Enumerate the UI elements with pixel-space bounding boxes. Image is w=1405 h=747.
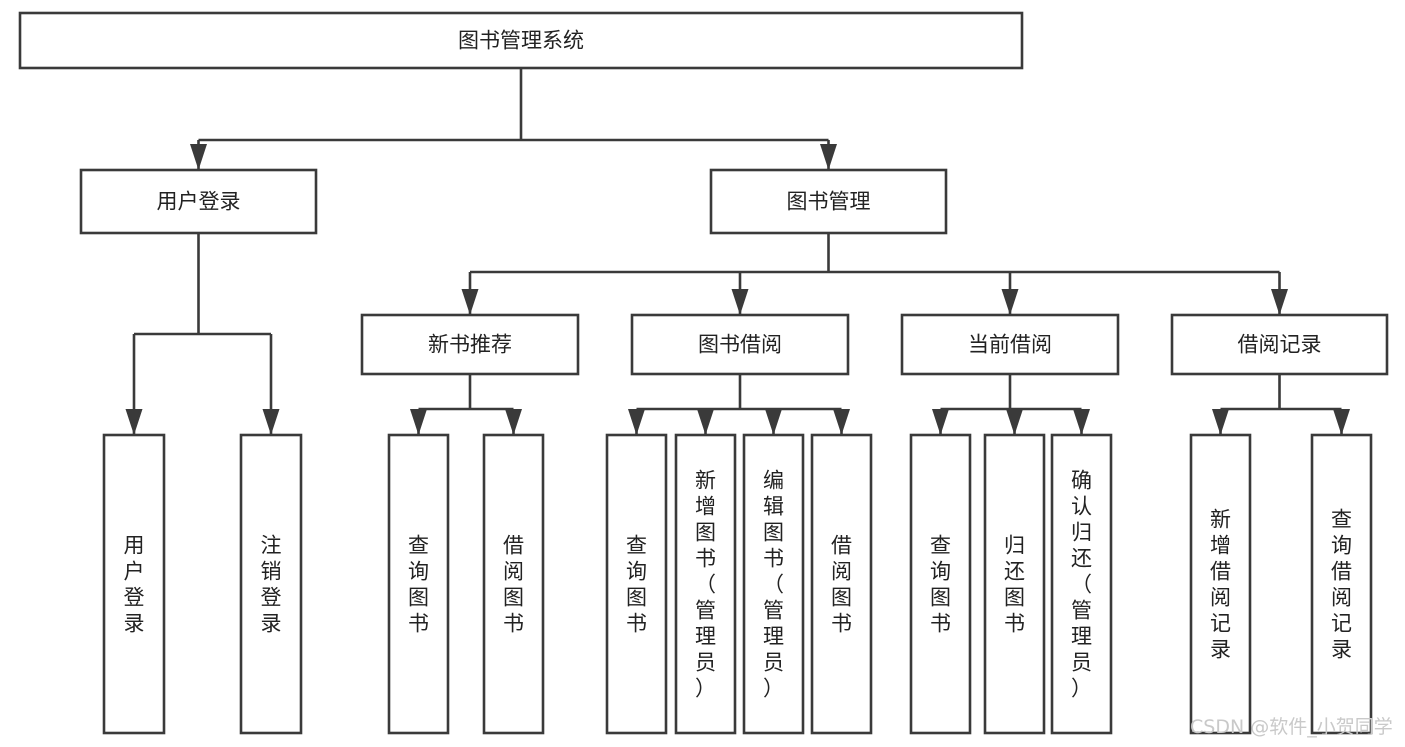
arrow-head-icon [833,409,850,435]
node-leaf-确认归还管理员[interactable]: 确认归还（管理员） [1050,433,1113,735]
arrow-head-icon [731,289,749,315]
node-label: 当前借阅 [968,333,1052,357]
node-box[interactable] [1310,433,1373,735]
node-box[interactable] [1170,313,1389,376]
arrow-head-icon [1212,409,1229,435]
node-box[interactable] [1189,433,1252,735]
node-box[interactable] [674,433,737,735]
node-label: 新增借阅记录 [1210,507,1231,661]
csdn-watermark: CSDN @软件_小贺同学 [1190,716,1393,738]
arrow-head-icon [410,409,427,435]
node-level2-用户登录[interactable]: 用户登录 [79,168,318,235]
arrow-head-icon [1073,409,1090,435]
node-box[interactable] [742,433,805,735]
node-label: 借阅图书 [503,533,524,635]
node-leaf-编辑图书管理员[interactable]: 编辑图书（管理员） [742,433,805,735]
arrow-head-icon [1271,289,1288,315]
node-box[interactable] [630,313,850,376]
node-level3-当前借阅[interactable]: 当前借阅 [900,313,1120,376]
node-layer: 用户登录图书管理新书推荐图书借阅当前借阅借阅记录用户登录注销登录查询图书借阅图书… [18,11,1389,735]
node-level3-新书推荐[interactable]: 新书推荐 [360,313,580,376]
node-box[interactable] [102,433,166,735]
node-box[interactable] [605,433,668,735]
node-label: 编辑图书（管理员） [763,468,784,700]
node-level2-图书管理[interactable]: 图书管理 [709,168,948,235]
arrow-head-icon [765,409,782,435]
node-leaf-借阅图书[interactable]: 借阅图书 [810,433,873,735]
node-box[interactable] [18,11,1024,70]
node-label: 查询图书 [930,533,951,635]
node-leaf-借阅图书[interactable]: 借阅图书 [482,433,545,735]
node-leaf-新增图书管理员[interactable]: 新增图书（管理员） [674,433,737,735]
node-label: 用户登录 [124,533,145,635]
connector-layer [125,68,1350,435]
node-leaf-查询图书[interactable]: 查询图书 [387,433,450,735]
arrow-head-icon [1006,409,1023,435]
node-label: 新增图书（管理员） [695,468,716,700]
node-box[interactable] [900,313,1120,376]
node-leaf-归还图书[interactable]: 归还图书 [983,433,1046,735]
node-label: 新书推荐 [428,333,512,357]
node-label: 查询图书 [408,533,429,635]
node-box[interactable] [709,168,948,235]
node-root-图书管理系统[interactable]: 图书管理系统 [18,11,1024,70]
node-label: 借阅图书 [831,533,852,635]
arrow-head-icon [820,144,837,170]
node-label: 图书管理系统 [458,29,584,53]
node-leaf-查询图书[interactable]: 查询图书 [909,433,972,735]
arrow-head-icon [932,409,949,435]
node-level3-借阅记录[interactable]: 借阅记录 [1170,313,1389,376]
node-leaf-用户登录[interactable]: 用户登录 [102,433,166,735]
node-box[interactable] [239,433,303,735]
node-label: 归还图书 [1004,533,1025,635]
node-label: 确认归还（管理员） [1071,468,1092,700]
node-leaf-查询借阅记录[interactable]: 查询借阅记录 [1310,433,1373,735]
node-level3-图书借阅[interactable]: 图书借阅 [630,313,850,376]
node-label: 用户登录 [157,190,241,214]
node-label: 查询借阅记录 [1331,507,1352,661]
arrow-head-icon [262,409,280,435]
node-label: 图书管理 [787,190,871,214]
arrow-head-icon [505,409,522,435]
node-box[interactable] [1050,433,1113,735]
node-box[interactable] [79,168,318,235]
node-label: 查询图书 [626,533,647,635]
node-box[interactable] [387,433,450,735]
arrow-head-icon [628,409,645,435]
arrow-head-icon [1001,289,1019,315]
node-leaf-新增借阅记录[interactable]: 新增借阅记录 [1189,433,1252,735]
node-box[interactable] [810,433,873,735]
arrow-head-icon [125,409,143,435]
node-label: 借阅记录 [1238,333,1322,357]
node-box[interactable] [482,433,545,735]
node-box[interactable] [360,313,580,376]
arrow-head-icon [1333,409,1350,435]
node-box[interactable] [909,433,972,735]
node-leaf-查询图书[interactable]: 查询图书 [605,433,668,735]
node-box[interactable] [983,433,1046,735]
arrow-head-icon [190,144,207,170]
node-leaf-注销登录[interactable]: 注销登录 [239,433,303,735]
node-label: 图书借阅 [698,333,782,357]
arrow-head-icon [697,409,714,435]
node-label: 注销登录 [261,533,282,635]
arrow-head-icon [461,289,479,315]
